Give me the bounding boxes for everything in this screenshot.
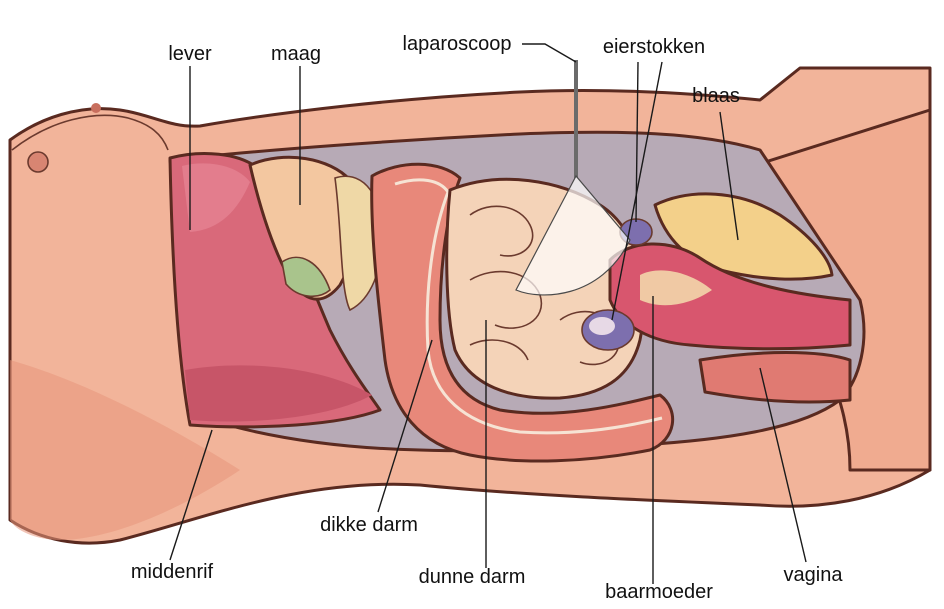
nipple <box>28 152 48 172</box>
label-dunne-darm: dunne darm <box>419 566 526 588</box>
label-blaas: blaas <box>692 85 740 107</box>
label-middenrif: middenrif <box>131 561 214 583</box>
laparoscoop-leader <box>522 44 576 62</box>
vaginal-canal <box>700 353 850 403</box>
label-lever: lever <box>168 43 212 65</box>
label-eierstokken: eierstokken <box>603 36 705 58</box>
label-baarmoeder: baarmoeder <box>605 581 713 603</box>
label-laparoscoop: laparoscoop <box>403 33 512 55</box>
label-maag: maag <box>271 43 321 65</box>
nipple-top <box>91 103 101 113</box>
label-dikke-darm: dikke darm <box>320 514 418 536</box>
ovary-lower-inner <box>589 317 615 335</box>
label-vagina: vagina <box>784 564 844 586</box>
